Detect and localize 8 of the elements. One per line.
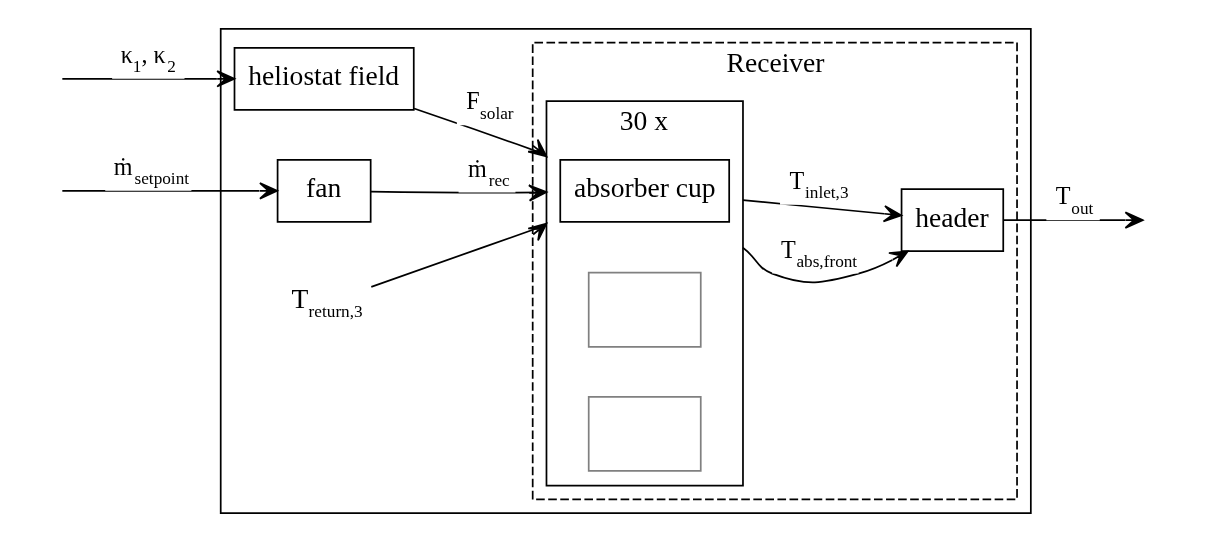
edge-label: T$_{inlet,3}$ — [789, 166, 849, 203]
edge-label: T$_{out}$ — [1055, 182, 1094, 218]
edge-label: T$_{abs,front}$ — [780, 235, 858, 272]
edge-label: ṁ$_{setpoint}$ — [113, 152, 190, 189]
edge-label: κ$_{1}$, κ$_{2}$ — [120, 40, 176, 77]
edge-label: F$_{solar}$ — [466, 87, 514, 123]
edge-label: ṁ$_{rec}$ — [468, 154, 510, 191]
node-text: T$_{return,3}$ — [291, 282, 363, 322]
